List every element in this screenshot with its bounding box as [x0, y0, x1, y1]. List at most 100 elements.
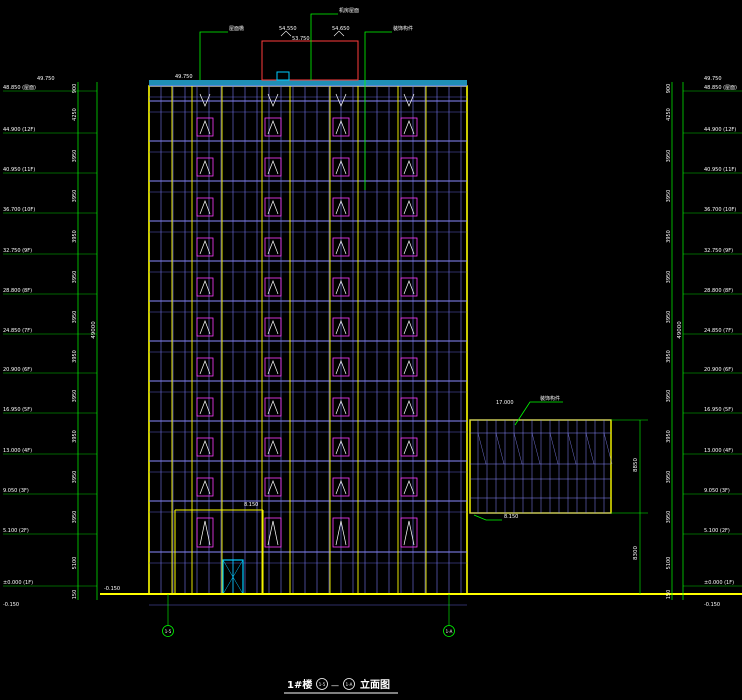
axis-markers: 1-5 1-A — [162, 594, 455, 637]
roof-band — [149, 80, 467, 86]
left-span-dim: 3950 — [72, 150, 78, 163]
title-axis-from: 1-5 — [319, 682, 326, 687]
right-level-label: 5.100 (2F) — [704, 528, 730, 534]
right-span-dim: 3950 — [666, 511, 672, 524]
right-level-label: 48.850 (屋面) — [704, 85, 737, 91]
title-axis-to: 1-A — [346, 682, 353, 687]
annex-bottom-elev: 8.150 — [504, 514, 518, 520]
left-ground-label: -0.150 — [3, 602, 19, 608]
right-level-label: 13.000 (4F) — [704, 448, 733, 454]
left-level-label: 16.950 (5F) — [3, 407, 32, 413]
annex-block — [469, 419, 613, 514]
left-span-dim: 3950 — [72, 190, 78, 203]
left-level-label: 44.900 (12F) — [3, 127, 35, 133]
left-level-label: 9.050 (3F) — [3, 488, 29, 494]
left-level-label: ±0.000 (1F) — [3, 580, 33, 586]
left-span-dim: 3950 — [72, 471, 78, 484]
left-span-dim: 4250 — [72, 108, 78, 121]
entrance — [174, 509, 264, 595]
left-total-dim: 49000 — [91, 321, 97, 339]
machine-room — [261, 40, 359, 81]
entrance-elev: 8.150 — [244, 502, 258, 508]
right-level-label: ±0.000 (1F) — [704, 580, 734, 586]
title-block: 1#楼 1-5 — 1-A 立面图 — [284, 678, 398, 694]
left-level-label: 20.900 (6F) — [3, 367, 32, 373]
main-tower — [148, 80, 468, 606]
left-span-dim: 150 — [72, 590, 78, 600]
right-span-dim: 3950 — [666, 150, 672, 163]
right-level-label: 44.900 (12F) — [704, 127, 736, 133]
title-suffix: 立面图 — [360, 678, 390, 691]
left-span-dim: 5100 — [72, 557, 78, 570]
right-span-dim: 3950 — [666, 471, 672, 484]
left-level-label: 36.700 (10F) — [3, 207, 35, 213]
left-span-dim: 900 — [72, 84, 78, 94]
left-span-dim: 3950 — [72, 430, 78, 443]
title-dash: — — [331, 681, 339, 690]
annex-top-elev: 17.000 — [496, 400, 514, 406]
callout-roof-eave: 屋面檐 — [229, 25, 244, 32]
right-span-dim: 5100 — [666, 557, 672, 570]
elev-roof-top-b: 54.650 — [332, 26, 350, 32]
right-span-dim: 4250 — [666, 108, 672, 121]
tower-grid — [149, 85, 467, 606]
right-level-label: 40.950 (11F) — [704, 167, 736, 173]
right-elevation-scale: 49.750 48.850 (屋面) 44.900 (12F) 40.950 (11F… — [666, 76, 742, 608]
roof-callouts — [199, 13, 563, 521]
right-level-label: 20.900 (6F) — [704, 367, 733, 373]
left-span-dim: 3950 — [72, 511, 78, 524]
right-level-label: 36.700 (10F) — [704, 207, 736, 213]
elev-parapet: 49.750 — [175, 74, 193, 80]
ground-left-elev: -0.150 — [104, 586, 120, 592]
right-span-dim: 3950 — [666, 350, 672, 363]
right-level-label: 24.850 (7F) — [704, 328, 733, 334]
elev-roof-mid: 53.750 — [292, 36, 310, 42]
tower-windows — [196, 93, 418, 548]
annex-base-dim: 8300 — [633, 546, 639, 560]
left-span-dim: 3950 — [72, 271, 78, 284]
right-level-label: 28.800 (8F) — [704, 288, 733, 294]
right-span-dim: 3950 — [666, 390, 672, 403]
right-level-label: 32.750 (9F) — [704, 248, 733, 254]
left-span-dim: 3950 — [72, 350, 78, 363]
roof-elevation-markers: 54.550 54.650 53.750 49.750 — [175, 26, 350, 80]
elev-roof-top-a: 54.550 — [279, 26, 297, 32]
annex-height-dim: 8850 — [633, 458, 639, 472]
right-span-dim: 3950 — [666, 271, 672, 284]
left-scale-top: 49.750 — [37, 76, 55, 82]
right-span-dim: 150 — [666, 590, 672, 600]
right-level-label: 16.950 (5F) — [704, 407, 733, 413]
left-level-label: 24.850 (7F) — [3, 328, 32, 334]
callout-machine-roof: 机房屋面 — [339, 7, 359, 14]
right-span-dim: 900 — [666, 84, 672, 94]
left-level-label: 40.950 (11F) — [3, 167, 35, 173]
roof-hatch — [276, 71, 290, 81]
right-span-dim: 3950 — [666, 311, 672, 324]
left-span-dim: 3950 — [72, 390, 78, 403]
axis-label-left: 1-5 — [165, 629, 172, 634]
axis-marker-right — [443, 625, 455, 637]
right-span-dim: 3950 — [666, 430, 672, 443]
left-level-label: 5.100 (2F) — [3, 528, 29, 534]
right-span-dim: 3950 — [666, 190, 672, 203]
rooftop-structures — [261, 40, 359, 81]
left-level-label: 48.850 (屋面) — [3, 85, 36, 91]
right-ground-label: -0.150 — [704, 602, 720, 608]
annex-labels: 17.000 8.150 8850 8300 — [496, 400, 648, 594]
axis-marker-left — [162, 625, 174, 637]
left-span-dim: 3950 — [72, 230, 78, 243]
right-span-dim: 3950 — [666, 230, 672, 243]
right-total-dim: 49000 — [677, 321, 683, 339]
right-level-label: 9.050 (3F) — [704, 488, 730, 494]
axis-label-right: 1-A — [446, 629, 453, 634]
left-level-label: 32.750 (9F) — [3, 248, 32, 254]
right-scale-top: 49.750 — [704, 76, 722, 82]
left-level-label: 28.800 (8F) — [3, 288, 32, 294]
callout-decoration: 装饰构件 — [393, 25, 413, 32]
left-span-dim: 3950 — [72, 311, 78, 324]
left-level-label: 13.000 (4F) — [3, 448, 32, 454]
title-main: 1#楼 — [287, 678, 312, 691]
callout-annex-decoration: 装饰构件 — [540, 395, 560, 402]
